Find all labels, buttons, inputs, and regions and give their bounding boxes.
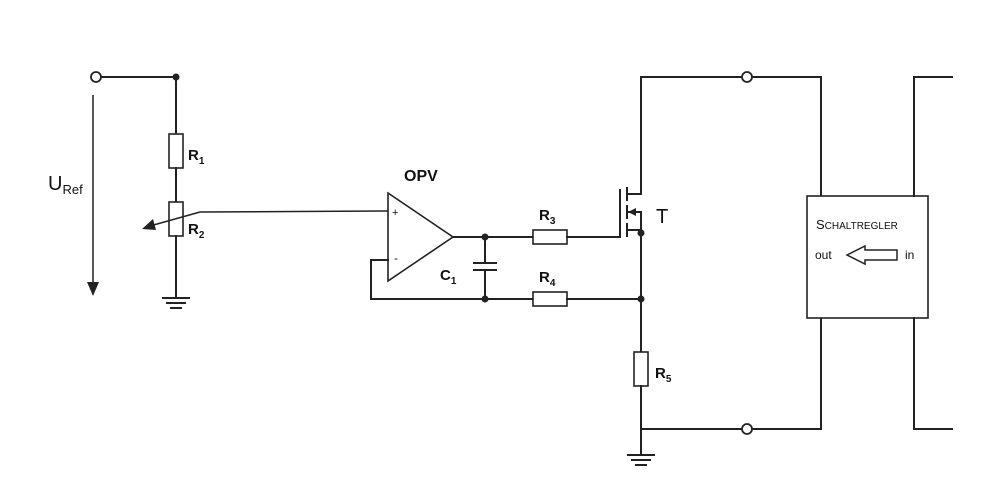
bottom-terminal [741, 423, 753, 435]
opamp-plus-sign: + [392, 207, 398, 219]
t-label: T [656, 206, 668, 228]
mosfet-t [619, 187, 642, 238]
direction-arrow-icon [845, 244, 898, 266]
ground-symbol-right [627, 454, 655, 466]
uref-arrow [87, 95, 99, 296]
potentiometer-wiper [142, 210, 389, 230]
top-terminal [741, 71, 753, 83]
ground-symbol-left [162, 297, 190, 309]
resistor-r5 [633, 351, 649, 387]
r3-label: R3 [539, 207, 556, 227]
r1-label: R1 [188, 147, 205, 167]
input-terminal [90, 71, 102, 83]
out-label: out [815, 248, 832, 262]
reference-divider: URef R1 R2 [48, 71, 389, 309]
schaltregler-box: SCHALTREGLER out in [806, 195, 929, 319]
r4-label: R4 [539, 269, 556, 289]
resistor-r3 [532, 229, 568, 245]
opv-label: OPV [404, 168, 438, 185]
feedback-wire [370, 259, 534, 300]
r2-label: R2 [188, 221, 205, 241]
capacitor-c1 [473, 236, 497, 300]
resistor-r1 [168, 133, 184, 169]
schaltregler-label: SCHALTREGLER [816, 217, 898, 232]
c1-label: C1 [440, 267, 457, 287]
uref-label: URef [48, 173, 83, 197]
in-label: in [905, 248, 914, 262]
resistor-r4 [532, 291, 568, 307]
opamp-minus-sign: - [394, 251, 398, 265]
r5-label: R5 [655, 365, 672, 385]
opamp-opv: + - OPV [387, 168, 455, 283]
